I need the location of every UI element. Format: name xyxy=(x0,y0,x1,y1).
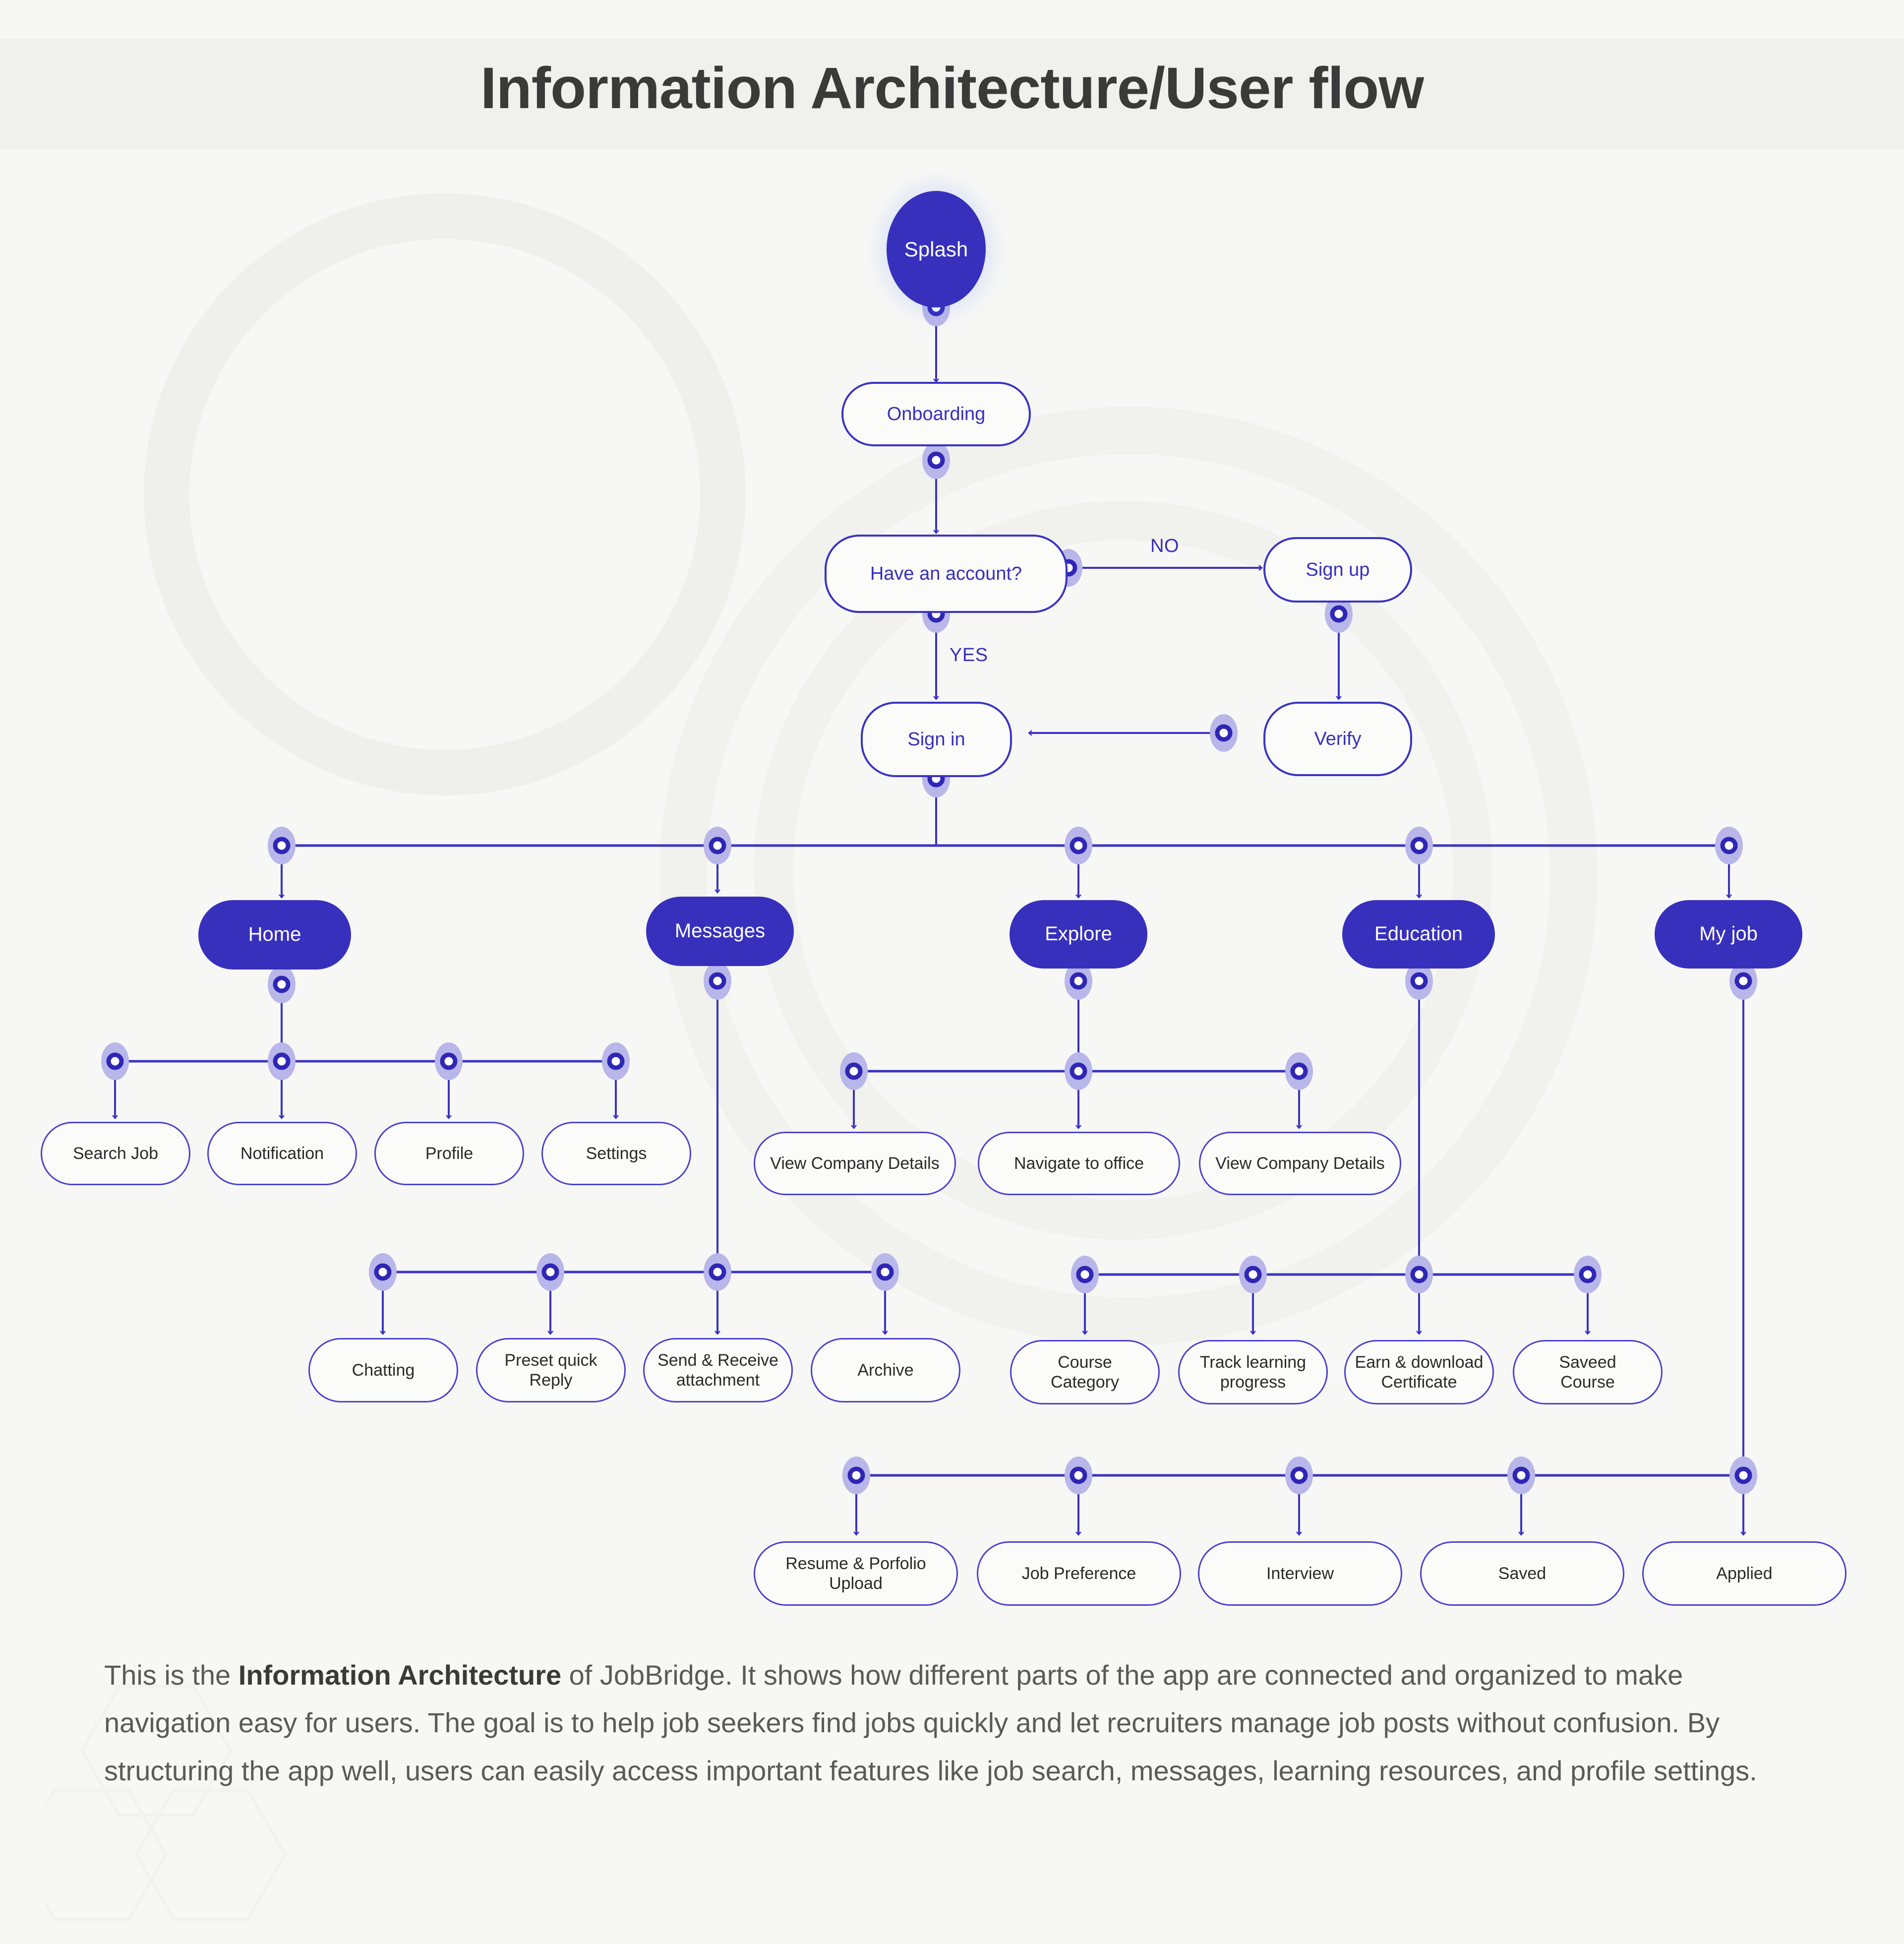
node-settings[interactable]: Settings xyxy=(541,1122,691,1185)
node-have-an-account[interactable]: Have an account? xyxy=(825,535,1068,613)
page-title: Information Architecture/User flow xyxy=(480,56,1424,121)
node-send-receive-attachment-label: Send & Receive attachment xyxy=(657,1350,778,1390)
node-view-company-details-1[interactable]: View Company Details xyxy=(754,1132,956,1195)
node-profile[interactable]: Profile xyxy=(374,1122,524,1185)
node-onboarding[interactable]: Onboarding xyxy=(841,382,1031,446)
node-saveed-course[interactable]: Saveed Course xyxy=(1513,1340,1663,1404)
node-sign-in-label: Sign in xyxy=(907,729,965,750)
node-archive[interactable]: Archive xyxy=(811,1338,960,1402)
node-sign-up[interactable]: Sign up xyxy=(1263,537,1412,603)
node-resume-porfolio-upload-label: Resume & Porfolio Upload xyxy=(785,1554,926,1593)
node-resume-porfolio-upload[interactable]: Resume & Porfolio Upload xyxy=(754,1541,958,1606)
nav-item-home[interactable]: Home xyxy=(198,900,351,970)
node-settings-label: Settings xyxy=(586,1144,647,1163)
caption-bold-term: Information Architecture xyxy=(238,1659,562,1691)
node-verify[interactable]: Verify xyxy=(1263,702,1412,776)
node-verify-label: Verify xyxy=(1314,728,1362,749)
nav-item-messages[interactable]: Messages xyxy=(646,897,794,966)
node-view-company-details-2[interactable]: View Company Details xyxy=(1199,1132,1401,1195)
edge-label-no: NO xyxy=(1150,536,1179,556)
node-applied-label: Applied xyxy=(1716,1564,1773,1583)
nav-item-messages-label: Messages xyxy=(674,920,766,942)
node-interview-label: Interview xyxy=(1266,1564,1334,1583)
nav-item-education-label: Education xyxy=(1374,923,1463,945)
node-job-preference-label: Job Preference xyxy=(1021,1564,1136,1583)
node-profile-label: Profile xyxy=(425,1144,474,1163)
node-notification[interactable]: Notification xyxy=(207,1122,357,1185)
node-preset-quick-reply-label: Preset quick Reply xyxy=(504,1350,597,1390)
nav-item-my-job-label: My job xyxy=(1699,923,1758,945)
node-saved-label: Saved xyxy=(1498,1564,1547,1583)
node-preset-quick-reply[interactable]: Preset quick Reply xyxy=(476,1338,626,1402)
node-track-learning-progress[interactable]: Track learning progress xyxy=(1178,1340,1328,1404)
connector-dots xyxy=(101,289,1757,1494)
node-search-job-label: Search Job xyxy=(73,1144,158,1163)
node-chatting[interactable]: Chatting xyxy=(308,1338,458,1402)
node-course-category[interactable]: Course Category xyxy=(1010,1340,1160,1404)
node-job-preference[interactable]: Job Preference xyxy=(977,1541,1181,1606)
node-navigate-to-office-label: Navigate to office xyxy=(1013,1154,1144,1173)
nav-item-education[interactable]: Education xyxy=(1342,900,1495,969)
node-view-company-details-1-label: View Company Details xyxy=(770,1154,940,1173)
node-saved[interactable]: Saved xyxy=(1420,1541,1624,1606)
node-navigate-to-office[interactable]: Navigate to office xyxy=(978,1132,1180,1195)
node-earn-download-certificate[interactable]: Earn & download Certificate xyxy=(1344,1340,1494,1404)
node-splash-label: Splash xyxy=(904,237,968,261)
node-onboarding-label: Onboarding xyxy=(887,403,986,425)
node-interview[interactable]: Interview xyxy=(1198,1541,1402,1606)
node-applied[interactable]: Applied xyxy=(1642,1541,1846,1606)
node-send-receive-attachment[interactable]: Send & Receive attachment xyxy=(643,1338,793,1402)
node-splash[interactable]: Splash xyxy=(887,191,986,307)
title-band xyxy=(0,39,1904,149)
nav-item-home-label: Home xyxy=(248,923,301,946)
node-view-company-details-2-label: View Company Details xyxy=(1215,1154,1385,1173)
caption-part1: This is the xyxy=(104,1659,238,1691)
edge-label-yes: YES xyxy=(950,645,988,666)
node-saveed-course-label: Saveed Course xyxy=(1559,1352,1616,1392)
node-search-job[interactable]: Search Job xyxy=(41,1122,190,1185)
nav-item-my-job[interactable]: My job xyxy=(1655,900,1802,969)
node-notification-label: Notification xyxy=(240,1144,324,1163)
node-course-category-label: Course Category xyxy=(1051,1352,1119,1392)
description-paragraph: This is the Information Architecture of … xyxy=(104,1651,1805,1795)
node-sign-up-label: Sign up xyxy=(1306,559,1370,580)
caption-part2: of JobBridge. It shows how different par… xyxy=(104,1659,1757,1786)
node-have-an-account-label: Have an account? xyxy=(870,563,1022,584)
node-chatting-label: Chatting xyxy=(352,1360,415,1380)
node-archive-label: Archive xyxy=(857,1360,914,1380)
node-sign-in[interactable]: Sign in xyxy=(861,702,1012,777)
node-track-learning-progress-label: Track learning progress xyxy=(1199,1352,1307,1392)
nav-item-explore-label: Explore xyxy=(1045,923,1112,945)
node-earn-download-certificate-label: Earn & download Certificate xyxy=(1355,1352,1484,1392)
nav-item-explore[interactable]: Explore xyxy=(1010,900,1147,969)
